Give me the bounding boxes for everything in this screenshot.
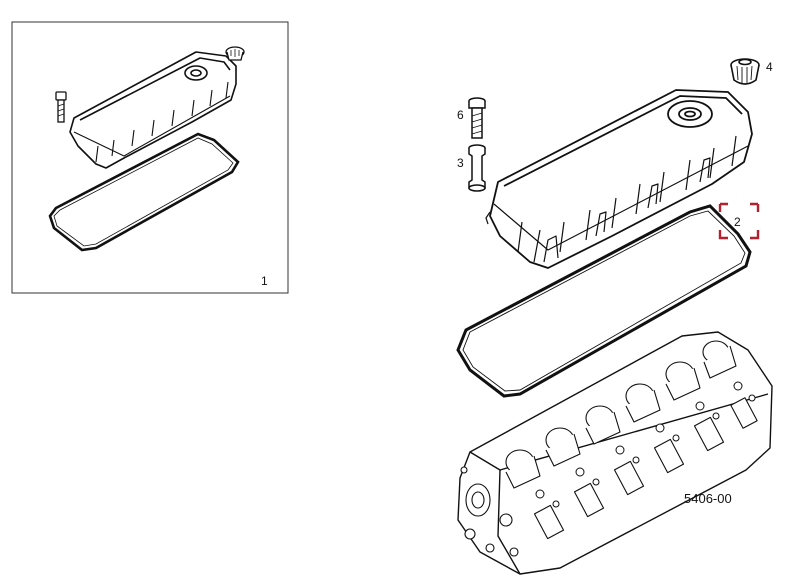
oil-filler-cap[interactable] <box>730 58 760 85</box>
callout-bolt: 6 <box>457 108 464 122</box>
inset-oil-cap[interactable] <box>225 46 245 61</box>
cylinder-head[interactable] <box>457 331 773 575</box>
inset-bolt[interactable] <box>55 91 67 123</box>
figure-code: 5406-00 <box>684 491 732 506</box>
valve-cover-gasket[interactable] <box>456 204 752 398</box>
inset-panel: 1 <box>11 21 289 294</box>
inset-gasket[interactable] <box>48 132 240 252</box>
callout-gasket-box[interactable] <box>718 202 760 240</box>
valve-cover[interactable] <box>485 89 753 269</box>
inset-valve-cover[interactable] <box>69 51 237 169</box>
grommet[interactable] <box>468 144 486 192</box>
inset-kit-label: 1 <box>261 274 268 288</box>
callout-gasket: 2 <box>734 215 741 229</box>
callout-grommet: 3 <box>457 156 464 170</box>
bolt[interactable] <box>468 97 486 139</box>
callout-oil-cap: 4 <box>766 60 773 74</box>
